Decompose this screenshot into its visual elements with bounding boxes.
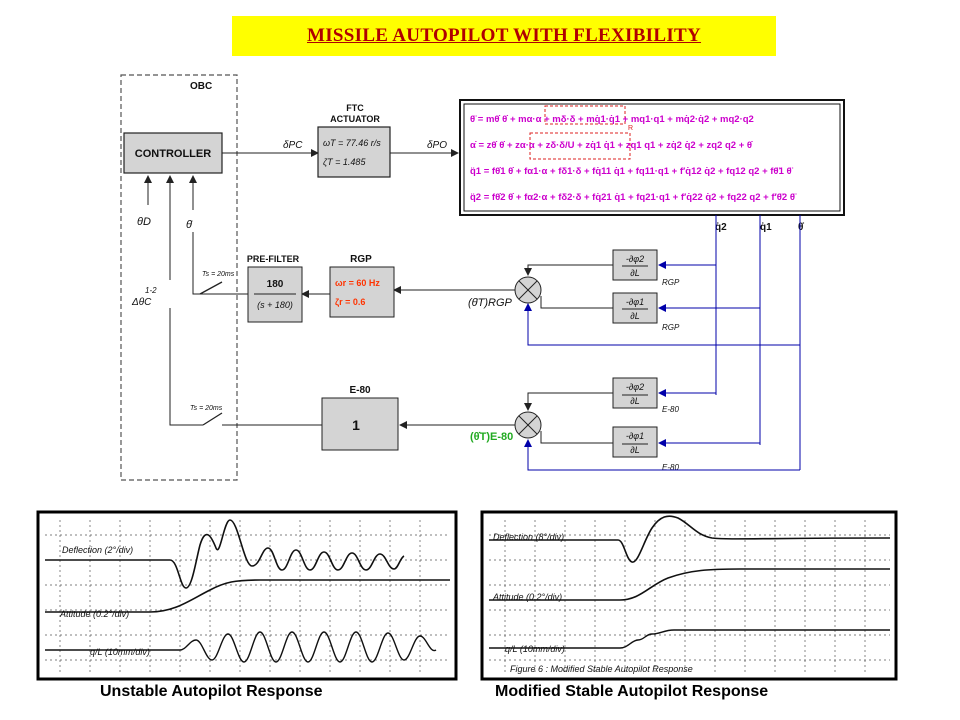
page-title: MISSILE AUTOPILOT WITH FLEXIBILITY [232,16,776,56]
e80-feedback-line [169,308,203,426]
prefilter-num: 180 [267,279,284,290]
eq-highlight-2 [529,132,631,160]
left-trace-label-1: Deflection (2°/div) [62,545,133,555]
left-trace-label-3: q/L (10mm/div) [90,647,150,657]
left-trace-label-2: Attitude (0.2°/div) [59,609,129,619]
prefilter-den: (s + 180) [257,300,293,310]
input-theta-dot: θ̇ [186,219,193,231]
rgp-block [329,266,395,318]
plant-equations-inner [463,103,841,212]
sensor-e80-2-tag: E-80 [662,405,679,414]
e80-title: E-80 [349,385,371,396]
actuator-line2: ζT = 1.485 [323,157,366,167]
rgp-line1: ωr = 60 Hz [335,278,380,288]
actuator-title-2: ACTUATOR [330,114,380,124]
input-delta-theta-sup: 1-2 [145,286,157,295]
theta-rgp-label: (θ̇T)RGP [468,297,513,309]
trace-ql-unstable [45,631,437,663]
switch-label-top: Ts = 20ms [202,271,235,278]
sensor-block-rgp-2 [612,249,658,281]
equation-theta: θ̈ = mθ̇ θ̇ + mα·α + mδ·δ + mq̇1·q̇1 + m… [470,114,754,125]
input-delta-theta: ΔθC [131,297,152,308]
obc-boundary [120,74,238,481]
equation-q2: q̈2 = fθ̇2 θ̇ + fα2·α + fδ2·δ + fq̇21 q̇… [470,192,797,203]
plot-unstable-grid [45,520,450,672]
out-q2: q̇2 [715,222,727,233]
sensor-e80-1-num: -∂φ1 [626,431,644,441]
equation-q1: q̈1 = fθ̇1 θ̇ + fα1·α + fδ1·δ + fq̇11 q̇… [470,166,794,177]
actuator-block [317,126,391,178]
sensor-block-e80-1 [612,426,658,458]
switch-bottom [202,412,223,426]
rgp-title: RGP [350,254,372,265]
out-q1: q̇1 [760,222,772,233]
actuator-line1: ωT = 77.46 r/s [323,138,381,148]
trace-attitude-unstable [45,579,450,613]
sensor-rgp-2-tag: RGP [662,278,680,287]
theta-e80-label: (θ̇T)E-80 [470,431,513,443]
controller-label: CONTROLLER [135,148,211,160]
sensor-e80-2-num: -∂φ2 [626,382,644,392]
eq-highlight-1 [544,105,626,125]
sensor-e80-2-den: ∂L [630,396,639,406]
right-trace-label-2: Attitude (0.2°/div) [492,592,562,602]
e80-block [321,397,399,451]
input-theta-d: θD [137,216,151,228]
sensor-rgp-1-tag: RGP [662,323,680,332]
trace-ql-stable [489,629,890,649]
sensor-e80-1-den: ∂L [630,445,639,455]
prefilter-feedback-line [192,232,222,295]
right-figure-note: Figure 6 : Modified Stable Autopilot Res… [510,664,693,674]
prefilter-title: PRE-FILTER [247,254,300,264]
eq-marker: R [628,125,633,132]
sensor-e80-1-tag: E-80 [662,463,679,472]
sensor-rgp-2-den: ∂L [630,268,639,278]
controller-block [123,132,223,174]
delta-po-label: δPO [427,140,447,151]
sensor-rgp-1-num: -∂φ1 [626,297,644,307]
switch-label-bottom: Ts = 20ms [190,405,223,412]
plot-stable-grid [489,520,890,672]
rgp-line2: ζr = 0.6 [335,297,365,307]
delta-pc-label: δPC [283,140,303,151]
sensor-rgp-1-den: ∂L [630,311,639,321]
sensor-rgp-2-num: -∂φ2 [626,254,644,264]
trace-deflection-unstable [45,519,405,589]
out-theta: θ̇ [798,222,804,233]
plant-equations-box [459,99,845,216]
actuator-title-1: FTC [346,103,364,113]
plot-unstable-frame [36,510,458,681]
e80-gain: 1 [352,417,360,433]
obc-label: OBC [190,81,212,92]
caption-stable: Modified Stable Autopilot Response [495,683,769,700]
right-trace-label-1: Deflection (8°/div) [493,532,564,542]
plot-stable: Deflection (8°/div) Attitude (0.2°/div) … [480,510,898,681]
equation-alpha: α̇ = zθ̇ θ̇ + zα·α + zδ·δ/U + zq̇1 q̇1 +… [470,140,753,151]
right-trace-label-3: q/L (10mm/div) [505,644,565,654]
caption-unstable: Unstable Autopilot Response [100,683,323,700]
trace-deflection-stable [489,515,891,563]
switch-top [199,281,223,295]
plot-unstable: Deflection (2°/div) Attitude (0.2°/div) … [36,510,458,681]
trace-attitude-stable [489,568,890,601]
